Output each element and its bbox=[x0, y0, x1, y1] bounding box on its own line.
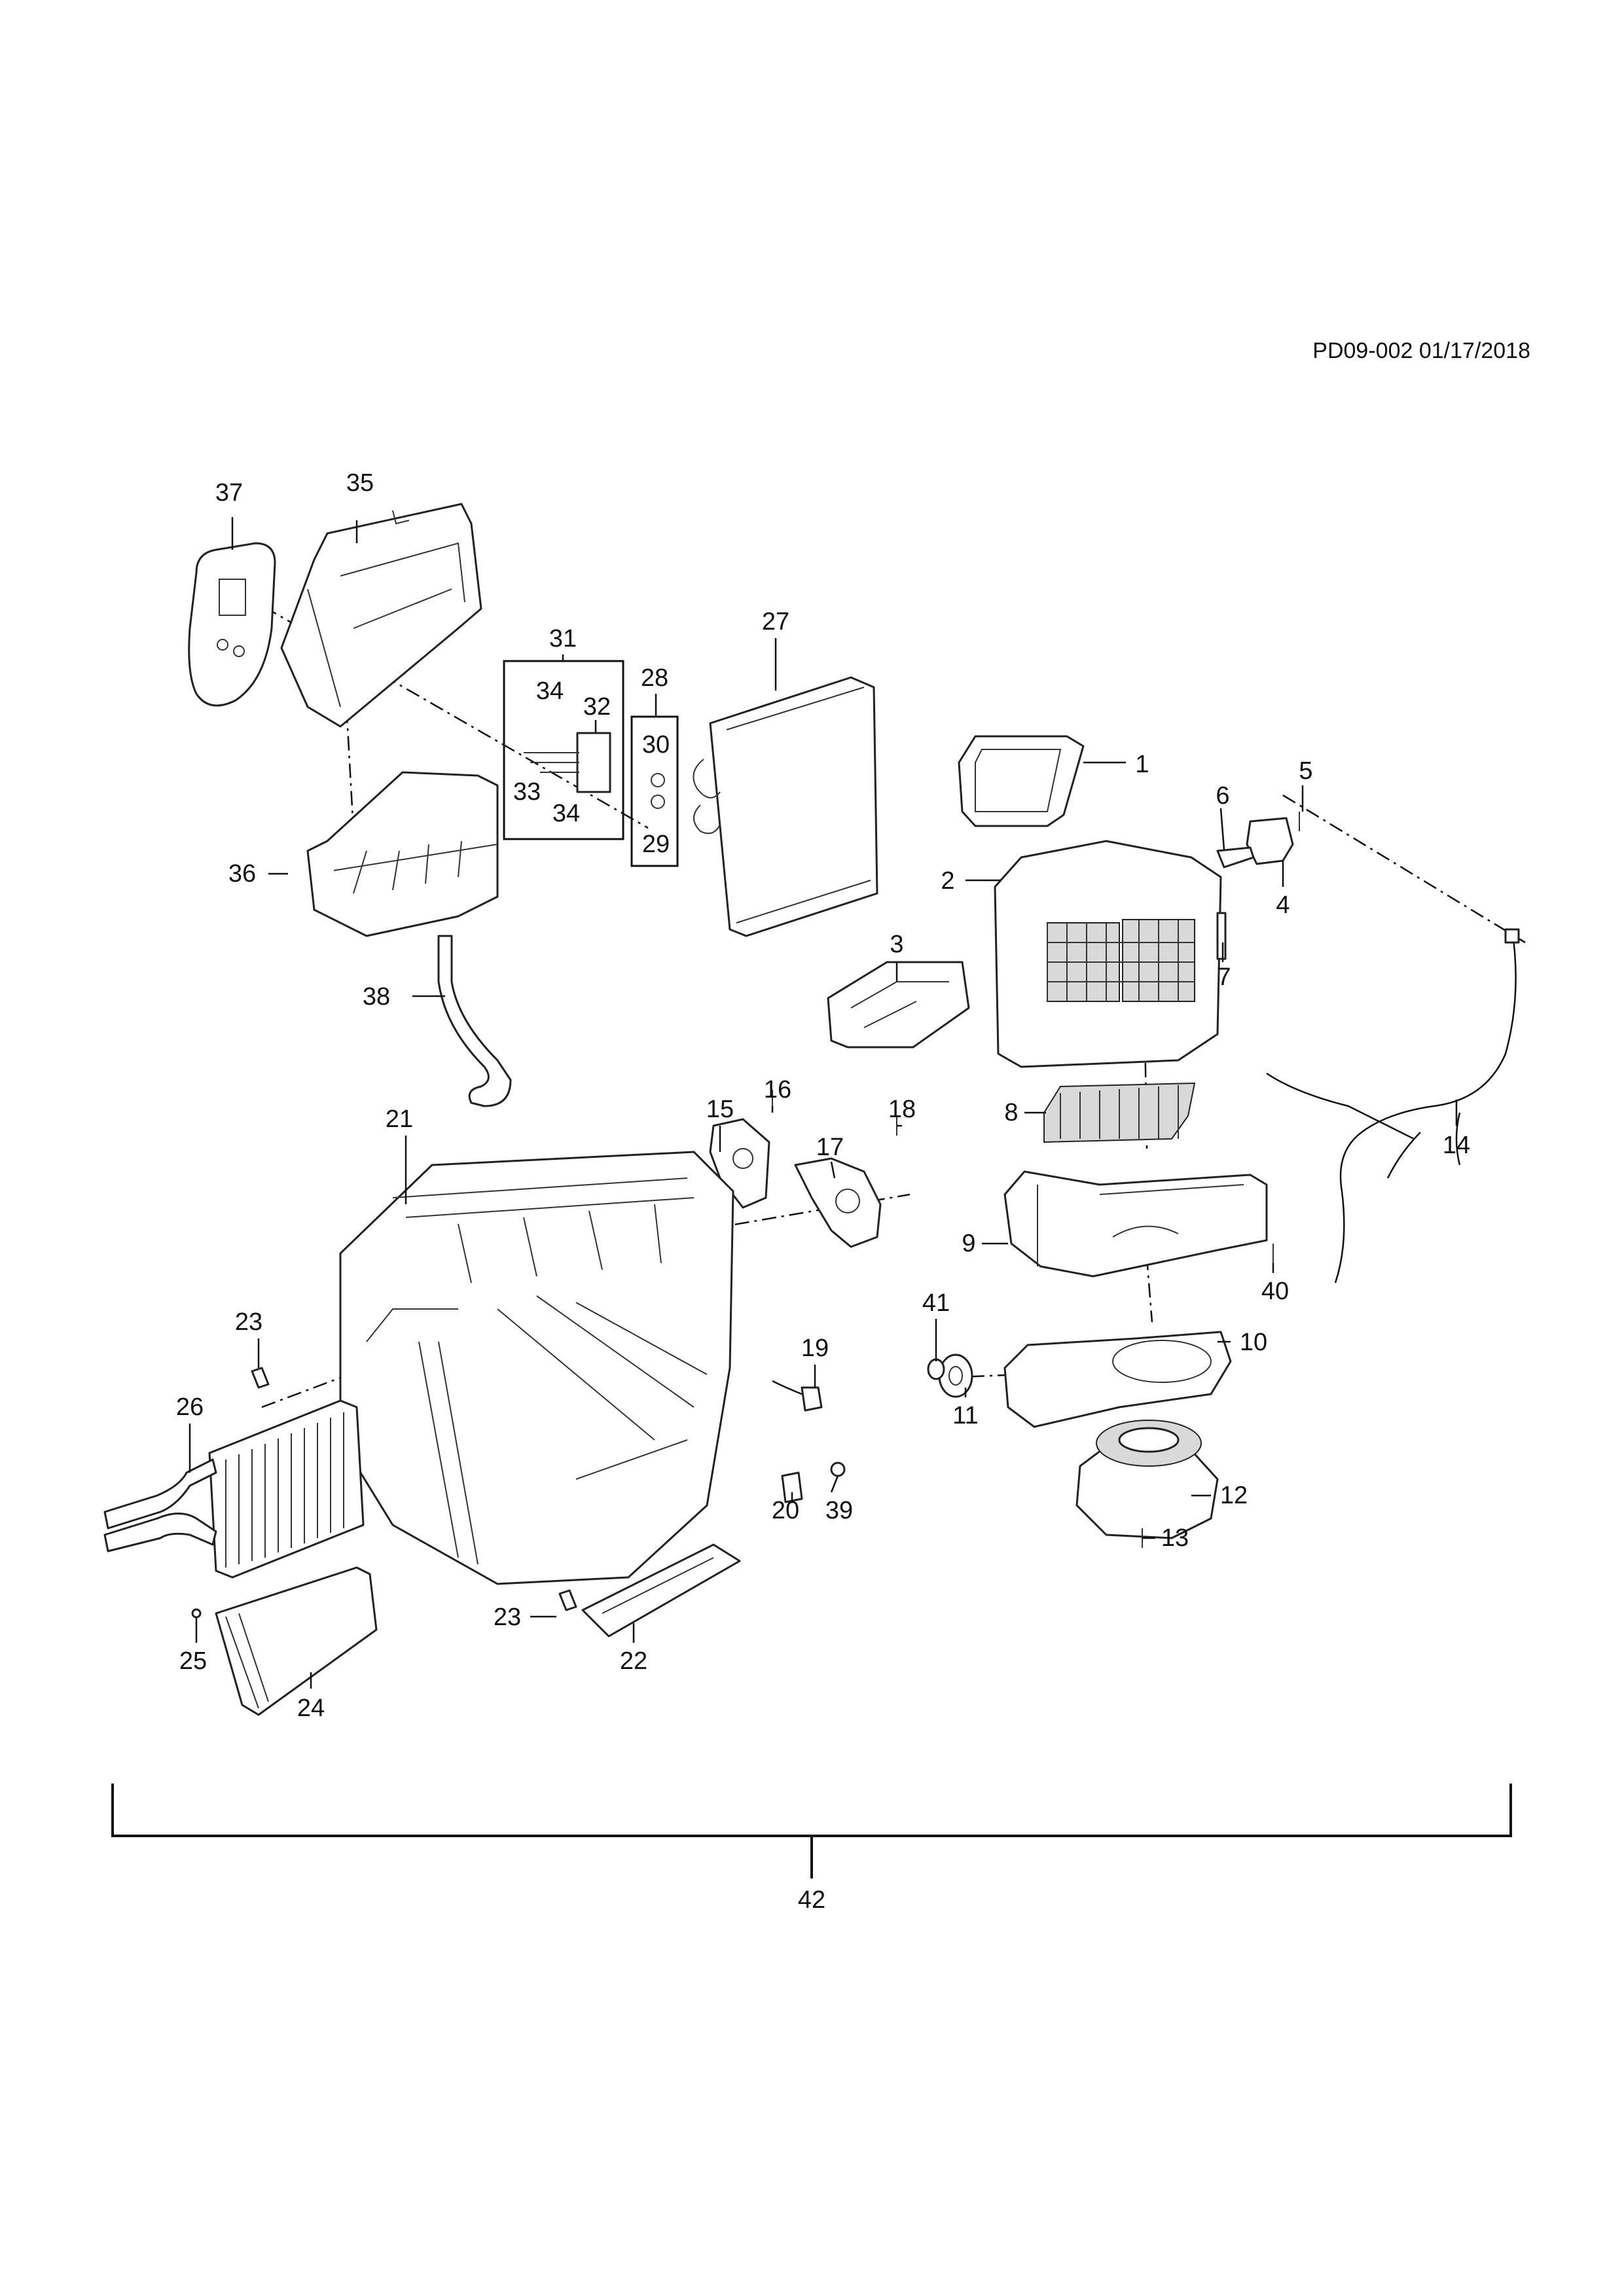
evaporator-core-part bbox=[693, 676, 878, 937]
blower-lower-housing-part bbox=[1003, 1170, 1268, 1278]
assembly-bracket bbox=[111, 1784, 1512, 1878]
gasket-part bbox=[188, 542, 276, 707]
upper-housing-part bbox=[280, 503, 482, 728]
temperature-sensor-part bbox=[772, 1380, 823, 1412]
callout-2: 2 bbox=[941, 867, 954, 895]
callout-24: 24 bbox=[297, 1695, 325, 1722]
sensor-part-lower bbox=[558, 1589, 577, 1611]
callout-9: 9 bbox=[962, 1230, 975, 1257]
callout-20: 20 bbox=[772, 1497, 799, 1524]
callout-42: 42 bbox=[798, 1886, 825, 1914]
mode-actuator-part bbox=[1216, 817, 1294, 960]
expansion-valve-group bbox=[503, 660, 624, 840]
callout-11: 11 bbox=[952, 1402, 978, 1429]
cabin-air-filter-part bbox=[1043, 1082, 1196, 1143]
callout-34-lower: 34 bbox=[552, 800, 580, 827]
callout-12: 12 bbox=[1220, 1482, 1248, 1509]
blend-door-part bbox=[215, 1566, 378, 1716]
hvac-main-case-part bbox=[339, 1151, 734, 1585]
callout-22: 22 bbox=[620, 1647, 647, 1675]
callout-26: 26 bbox=[176, 1393, 204, 1421]
callout-14: 14 bbox=[1443, 1132, 1470, 1159]
air-inlet-actuator-part bbox=[794, 1157, 882, 1248]
callout-7: 7 bbox=[1217, 963, 1231, 991]
callout-38: 38 bbox=[363, 983, 390, 1011]
access-door-part bbox=[581, 1543, 741, 1638]
callout-39: 39 bbox=[825, 1497, 853, 1524]
sensor-part-upper bbox=[251, 1367, 270, 1389]
blower-motor-housing-part bbox=[1003, 1331, 1232, 1428]
callout-36: 36 bbox=[228, 860, 256, 888]
callout-21: 21 bbox=[386, 1105, 413, 1133]
callout-13: 13 bbox=[1161, 1524, 1189, 1552]
callout-32: 32 bbox=[583, 693, 611, 721]
clip-part bbox=[781, 1462, 846, 1503]
seal-kit-group bbox=[630, 715, 679, 867]
case-seal-part bbox=[958, 735, 1085, 827]
callout-30: 30 bbox=[642, 731, 670, 759]
callout-27: 27 bbox=[762, 608, 789, 636]
callout-33: 33 bbox=[513, 778, 541, 806]
callout-6: 6 bbox=[1216, 782, 1229, 810]
wiring-harness-part bbox=[1266, 928, 1520, 1283]
callout-31: 31 bbox=[549, 625, 577, 653]
callout-17: 17 bbox=[816, 1134, 844, 1161]
leader-lines bbox=[189, 517, 1458, 1689]
callout-1: 1 bbox=[1135, 751, 1149, 778]
callout-37: 37 bbox=[215, 479, 243, 507]
callout-19: 19 bbox=[801, 1335, 829, 1362]
duct-cover-part bbox=[827, 961, 970, 1049]
callout-10: 10 bbox=[1240, 1329, 1267, 1356]
callout-18: 18 bbox=[888, 1096, 916, 1123]
blower-upper-case-part bbox=[994, 840, 1222, 1068]
heater-core-part bbox=[103, 1399, 365, 1579]
diagram-reference: PD09-002 01/17/2018 bbox=[1312, 338, 1530, 363]
callout-28: 28 bbox=[641, 664, 668, 692]
temp-actuator-part bbox=[709, 1118, 770, 1209]
callout-41: 41 bbox=[922, 1289, 950, 1317]
callout-29: 29 bbox=[642, 831, 670, 858]
motor-seal-part bbox=[938, 1354, 973, 1398]
callout-35: 35 bbox=[346, 469, 374, 497]
callout-3: 3 bbox=[890, 931, 903, 958]
grommet-part bbox=[927, 1358, 945, 1380]
callout-4: 4 bbox=[1276, 891, 1290, 919]
callout-23-upper: 23 bbox=[235, 1308, 262, 1336]
callout-15: 15 bbox=[706, 1096, 734, 1123]
callout-40: 40 bbox=[1261, 1278, 1289, 1305]
callout-23-lower: 23 bbox=[494, 1604, 521, 1631]
callout-25: 25 bbox=[179, 1647, 207, 1675]
callout-labels: 1 2 3 4 5 6 7 8 9 10 11 12 13 14 15 16 1… bbox=[176, 469, 1470, 1914]
lower-housing-part bbox=[306, 771, 499, 937]
drain-hose-part bbox=[437, 935, 512, 1107]
callout-8: 8 bbox=[1004, 1099, 1018, 1126]
callout-16: 16 bbox=[764, 1076, 791, 1103]
callout-5: 5 bbox=[1299, 757, 1312, 785]
blower-motor-part bbox=[1075, 1420, 1219, 1539]
callout-34-upper: 34 bbox=[536, 677, 564, 705]
